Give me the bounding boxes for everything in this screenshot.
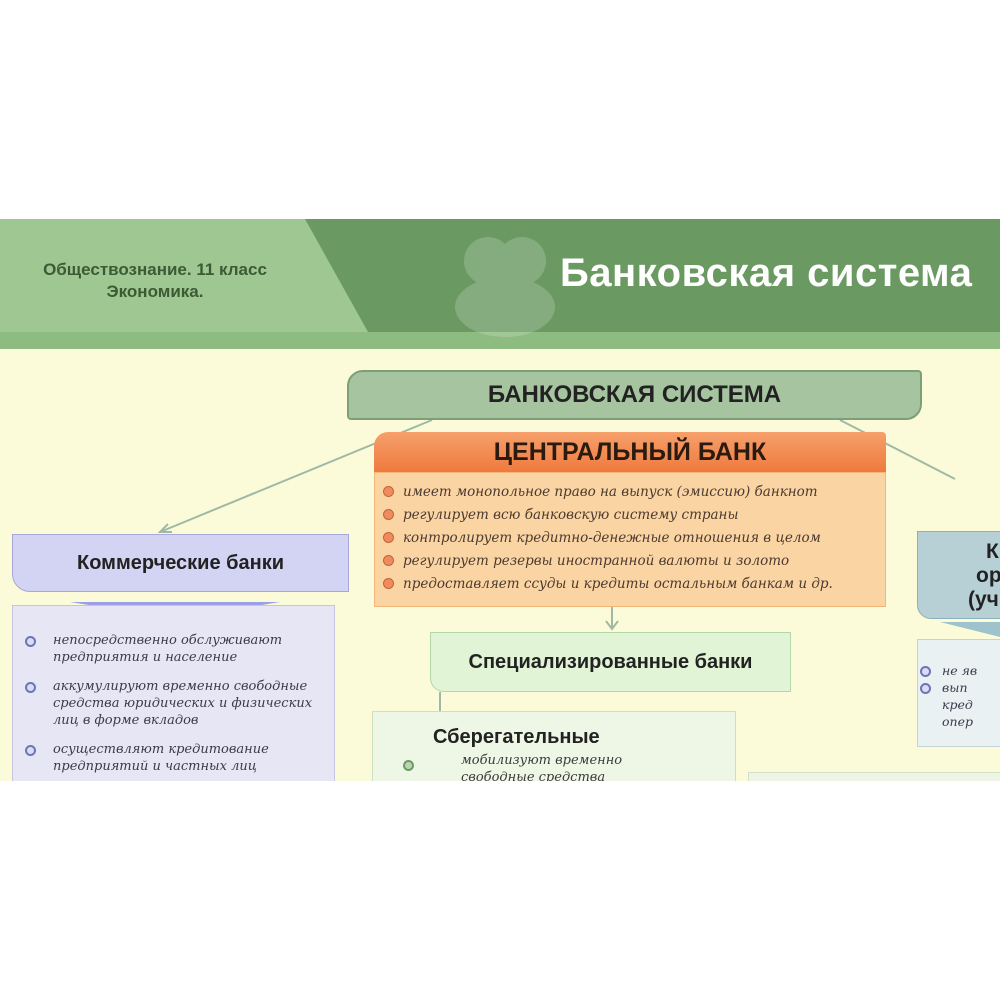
bullet-icon (383, 532, 394, 543)
bullet-icon (383, 509, 394, 520)
right-banks-functions: не яв вып кред опер (917, 639, 1000, 747)
bullet-icon (383, 578, 394, 589)
connector-to-right (839, 419, 956, 480)
list-item: вып (920, 679, 1000, 696)
central-bank-functions: имеет монопольное право на выпуск (эмисс… (374, 472, 886, 607)
bullet-icon (25, 745, 36, 756)
right-banks-header: К ор (уч (917, 531, 1000, 619)
subject-line: Обществознание. 11 класс (43, 260, 267, 279)
commercial-banks-functions: непосредственно обслуживают предприятия … (12, 605, 335, 781)
arrowhead-commercial (157, 523, 172, 533)
list-item: регулирует всю банковскую систему страны (383, 504, 885, 527)
owl-watermark-icon (455, 237, 555, 337)
bullet-icon (25, 636, 36, 647)
list-item: осуществляют кредитование предприятий и … (25, 741, 334, 775)
list-item: имеет монопольное право на выпуск (эмисс… (383, 481, 885, 504)
subject-caption: Обществознание. 11 класс Экономика. (0, 259, 310, 303)
list-item: аккумулируют временно свободные средства… (25, 678, 334, 729)
list-item: предоставляет ссуды и кредиты остальным … (383, 573, 885, 596)
banking-system-node: БАНКОВСКАЯ СИСТЕМА (347, 370, 922, 420)
page-title: Банковская система (560, 251, 973, 295)
bullet-icon (920, 683, 931, 694)
arrowhead-specialized (605, 620, 619, 631)
specialized-banks-header: Специализированные банки (430, 632, 791, 692)
topic-line: Экономика. (106, 282, 204, 301)
bullet-icon (383, 555, 394, 566)
bullet-icon (25, 682, 36, 693)
commercial-banks-header: Коммерческие банки (12, 534, 349, 592)
list-item: кред (942, 697, 973, 712)
header-banner (0, 219, 1000, 349)
savings-banks-description: мобилизуют временно свободные средства (461, 753, 623, 781)
bullet-icon (403, 760, 414, 771)
bullet-icon (383, 486, 394, 497)
list-item: не яв (920, 662, 1000, 679)
slide: Обществознание. 11 класс Экономика. Банк… (0, 219, 1000, 781)
central-bank-header: ЦЕНТРАЛЬНЫЙ БАНК (374, 432, 886, 472)
savings-banks-title: Сберегательные (433, 726, 600, 748)
list-item: контролирует кредитно-денежные отношения… (383, 527, 885, 550)
list-item: регулирует резервы иностранной валюты и … (383, 550, 885, 573)
right-arrow-icon (940, 622, 1000, 637)
list-item: непосредственно обслуживают предприятия … (25, 632, 334, 666)
list-item: опер (942, 714, 973, 729)
bullet-icon (920, 666, 931, 677)
lower-right-card (748, 772, 1000, 781)
savings-banks-card: Сберегательные мобилизуют временно свобо… (372, 711, 736, 781)
